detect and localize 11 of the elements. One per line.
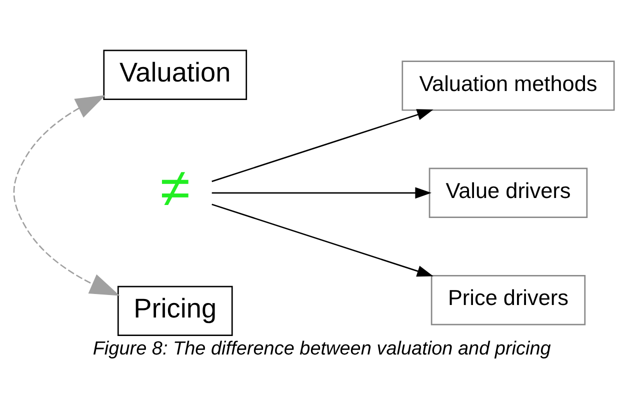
arrow bbox=[212, 108, 434, 182]
arrow bbox=[13, 94, 120, 296]
node-box: Price drivers bbox=[430, 274, 586, 325]
node-box: Valuation bbox=[103, 49, 248, 100]
node-box: Valuation methods bbox=[402, 60, 615, 110]
node-box: Value drivers bbox=[428, 167, 588, 218]
arrow bbox=[212, 186, 432, 198]
node-box: Pricing bbox=[117, 285, 233, 336]
node-text: ≠ bbox=[160, 156, 190, 218]
arrow bbox=[212, 203, 434, 276]
caption: Figure 8: The difference between valuation and pricing bbox=[92, 338, 551, 360]
